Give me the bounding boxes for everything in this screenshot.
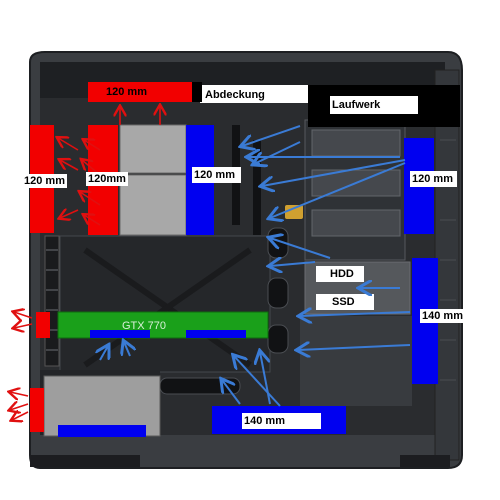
fan-rear-small xyxy=(36,312,50,338)
label-fan-right-bottom: 140 mm xyxy=(420,309,465,323)
gpu-fan-left xyxy=(90,330,150,338)
label-cover: Abdeckung xyxy=(205,89,265,101)
front-panel xyxy=(434,69,460,461)
grommet xyxy=(159,377,241,395)
label-fan-front-left-outer: 120 mm xyxy=(22,174,67,188)
label-fan-bottom: 140 mm xyxy=(242,413,321,429)
label-fan-front-left-inner: 120mm xyxy=(86,172,128,186)
psu-fan xyxy=(58,425,146,437)
drive-tray-upper xyxy=(119,124,187,174)
label-hdd: HDD xyxy=(330,268,354,280)
fan-bottom-left xyxy=(30,388,44,432)
label-gpu: GTX 770 xyxy=(122,320,167,332)
grommet xyxy=(267,277,289,309)
label-drive-bay: Laufwerk xyxy=(330,96,419,114)
gpu-fan-right xyxy=(186,330,246,338)
grommet xyxy=(267,324,289,354)
label-fan-right-top: 120 mm xyxy=(410,171,457,187)
label-ssd: SSD xyxy=(332,296,355,308)
airflow-arrows-intake xyxy=(100,125,411,407)
label-fan-middle: 120 mm xyxy=(192,167,241,183)
fan-top-left xyxy=(88,82,192,102)
label-fan-top-left: 120 mm xyxy=(106,86,147,98)
drive-tray-lower xyxy=(119,174,187,236)
